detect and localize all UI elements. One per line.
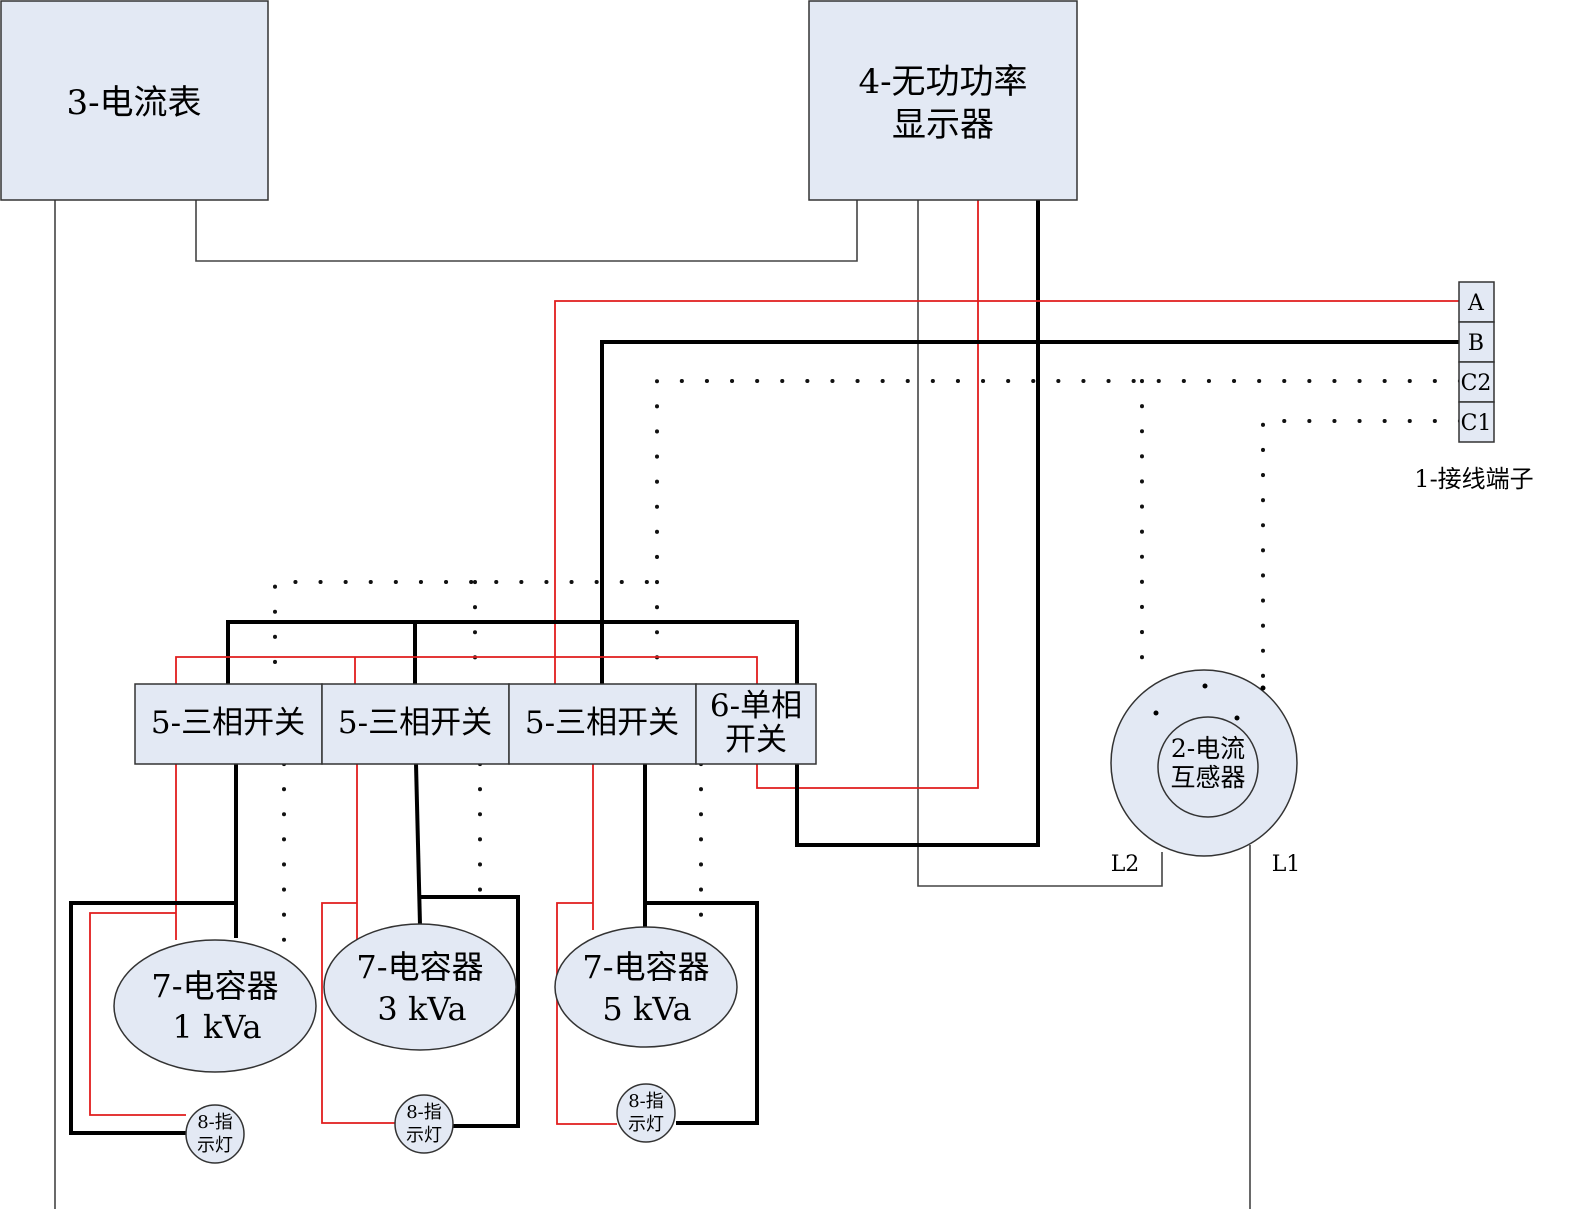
capacitor-1-rating: 1 kVa	[172, 1008, 261, 1046]
terminal-pin-c2	[1458, 361, 1495, 403]
terminal-pin-a-label: A	[1467, 291, 1485, 316]
ct-dot	[1153, 710, 1159, 716]
lamp-3-line1: 8-指	[628, 1091, 664, 1112]
ct-line2: 互感器	[1170, 763, 1245, 792]
switch-1-label: 5-三相开关	[151, 705, 305, 741]
terminal-block: A B C2 C1 1-接线端子	[1414, 281, 1534, 493]
var-display: 4-无功功率 显示器	[808, 0, 1078, 201]
capacitors: 7-电容器 1 kVa 7-电容器 3 kVa 7-电容器 5 kVa	[113, 923, 738, 1073]
lamp-2-line2: 示灯	[406, 1125, 442, 1146]
terminal-pin-b	[1458, 321, 1495, 363]
c2-signal-wire	[655, 379, 1462, 662]
lamp-2-line1: 8-指	[406, 1102, 442, 1123]
switch-2-label: 5-三相开关	[338, 705, 492, 741]
terminal-pin-b-label: B	[1468, 331, 1484, 356]
ammeter-label: 3-电流表	[66, 83, 201, 123]
lamp-1-line2: 示灯	[197, 1135, 233, 1156]
capacitor-2-rating: 3 kVa	[377, 990, 466, 1028]
display-red-wire	[756, 200, 979, 789]
three-phase-switch-2	[321, 683, 510, 765]
ct-inner-ring	[1157, 716, 1259, 818]
lamp1-red-wire	[89, 912, 186, 1116]
red-bus	[175, 656, 758, 684]
capacitor-3-name: 7-电容器	[582, 948, 709, 986]
switch-4-line2: 开关	[725, 722, 787, 758]
cap2-black-wire	[414, 763, 422, 926]
ct-dot	[1234, 715, 1240, 721]
display-black-wire	[795, 200, 1040, 847]
ct-dot	[1202, 683, 1208, 689]
switch-row: 5-三相开关 5-三相开关 5-三相开关 6-单相 开关	[134, 683, 817, 765]
indicator-lamp-2	[394, 1094, 454, 1154]
indicator-lamps: 8-指 示灯 8-指 示灯 8-指 示灯	[185, 1083, 676, 1164]
lamp3-red-wire	[556, 902, 617, 1125]
indicator-lamp-1	[185, 1104, 245, 1164]
capacitor-3-rating: 5 kVa	[602, 990, 691, 1028]
phase-b-wire	[600, 340, 1460, 684]
ammeter-display-wire	[195, 200, 858, 262]
capacitor-1-name: 7-电容器	[151, 967, 278, 1005]
terminal-pin-c1	[1458, 401, 1495, 443]
switch-4-line1: 6-单相	[710, 688, 802, 724]
capacitor-2	[323, 923, 517, 1051]
ct-lead-l1: L1	[1272, 852, 1301, 877]
black-bus	[226, 620, 799, 684]
terminal-pin-c2-label: C2	[1461, 371, 1492, 396]
lamp2-black-wire	[420, 895, 520, 1128]
ct-lead-l2: L2	[1111, 852, 1140, 877]
phase-a-wire	[554, 300, 1460, 684]
dotted-bus	[273, 580, 659, 664]
lamp-1-line1: 8-指	[197, 1112, 233, 1133]
lamp2-red-wire	[321, 902, 398, 1124]
single-phase-switch	[695, 683, 817, 765]
ct-dot	[1260, 685, 1266, 691]
c1-ct-wire	[1261, 419, 1462, 692]
indicator-lamp-3	[616, 1083, 676, 1143]
capacitor-2-name: 7-电容器	[356, 948, 483, 986]
three-phase-switch-1	[134, 683, 323, 765]
terminal-label: 1-接线端子	[1414, 465, 1533, 493]
wires	[54, 200, 1462, 1209]
ct-line1: 2-电流	[1171, 734, 1245, 763]
current-transformer: 2-电流 互感器 L2 L1	[1110, 669, 1301, 877]
lamp-3-line2: 示灯	[628, 1114, 664, 1135]
var-display-line1: 4-无功功率	[858, 62, 1027, 102]
lamp1-black-wire	[69, 901, 236, 1135]
var-display-line2: 显示器	[892, 105, 994, 145]
lamp3-black-wire	[645, 901, 759, 1125]
terminal-pin-c1-label: C1	[1461, 411, 1492, 436]
display-ct-l2-wire	[917, 200, 1163, 887]
capacitor-3	[554, 926, 738, 1048]
switch-3-label: 5-三相开关	[525, 705, 679, 741]
capacitor-1	[113, 939, 317, 1073]
ammeter: 3-电流表	[0, 0, 269, 201]
